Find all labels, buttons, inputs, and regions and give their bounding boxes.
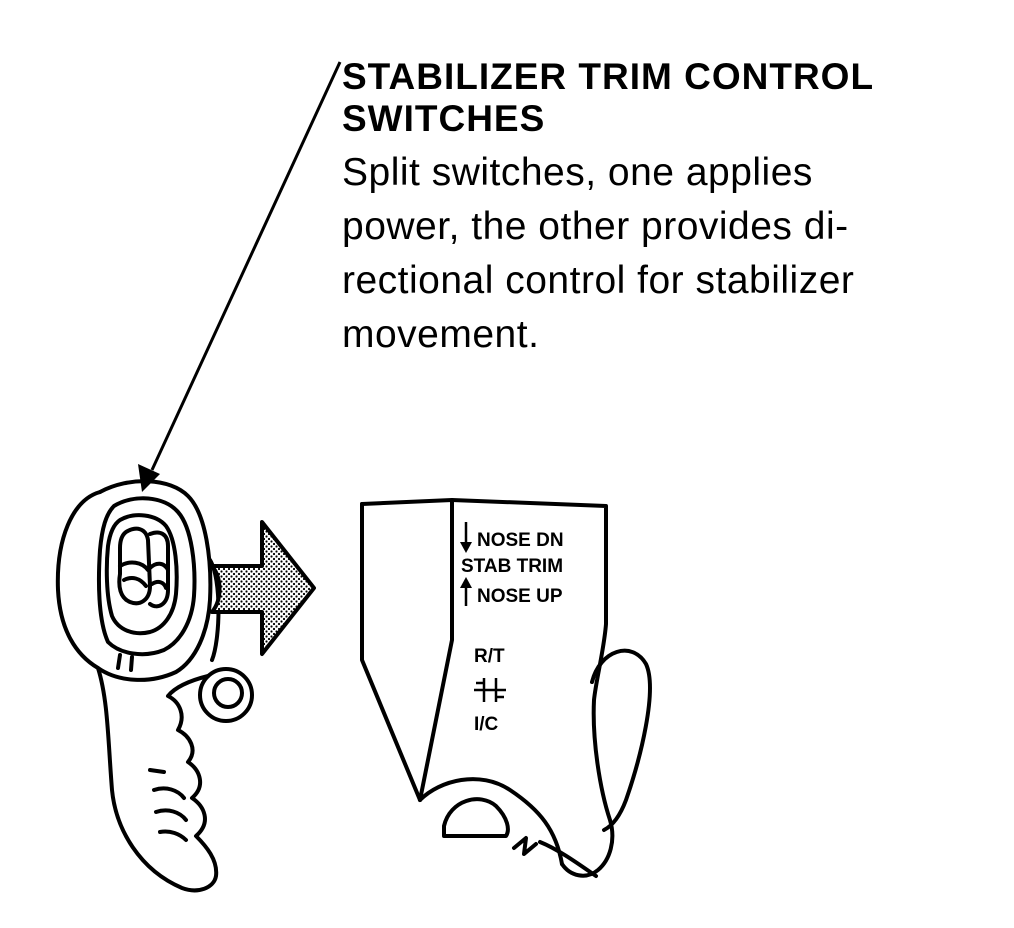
mic-switch-symbol-icon — [474, 678, 506, 702]
description-line-4: movement. — [342, 313, 540, 356]
callout-title: STABILIZER TRIM CONTROL SWITCHES — [342, 56, 982, 140]
shaded-transfer-arrow-icon — [210, 520, 316, 656]
placard-nose-down: NOSE DN — [477, 530, 564, 551]
callout-description: Split switches, one applies power, the o… — [342, 146, 1002, 362]
callout-title-line-2: SWITCHES — [342, 98, 546, 139]
description-line-1: Split switches, one applies — [342, 151, 813, 194]
nose-up-arrow-icon — [460, 577, 472, 606]
nose-down-arrow-icon — [460, 522, 472, 553]
placard-ic: I/C — [474, 714, 499, 735]
placard-nose-up: NOSE UP — [477, 586, 563, 607]
leader-arrow-icon — [138, 61, 342, 492]
placard-stab-trim: STAB TRIM — [461, 556, 563, 577]
placard-labels: NOSE DN STAB TRIM NOSE UP R/T I/C — [460, 522, 564, 735]
placard-rt: R/T — [474, 646, 505, 667]
callout-title-line-1: STABILIZER TRIM CONTROL — [342, 56, 875, 97]
placard-detail — [360, 498, 652, 878]
description-line-2: power, the other provides di- — [342, 205, 849, 248]
control-wheel-grip — [55, 479, 254, 893]
description-line-3: rectional control for stabilizer — [342, 259, 855, 302]
